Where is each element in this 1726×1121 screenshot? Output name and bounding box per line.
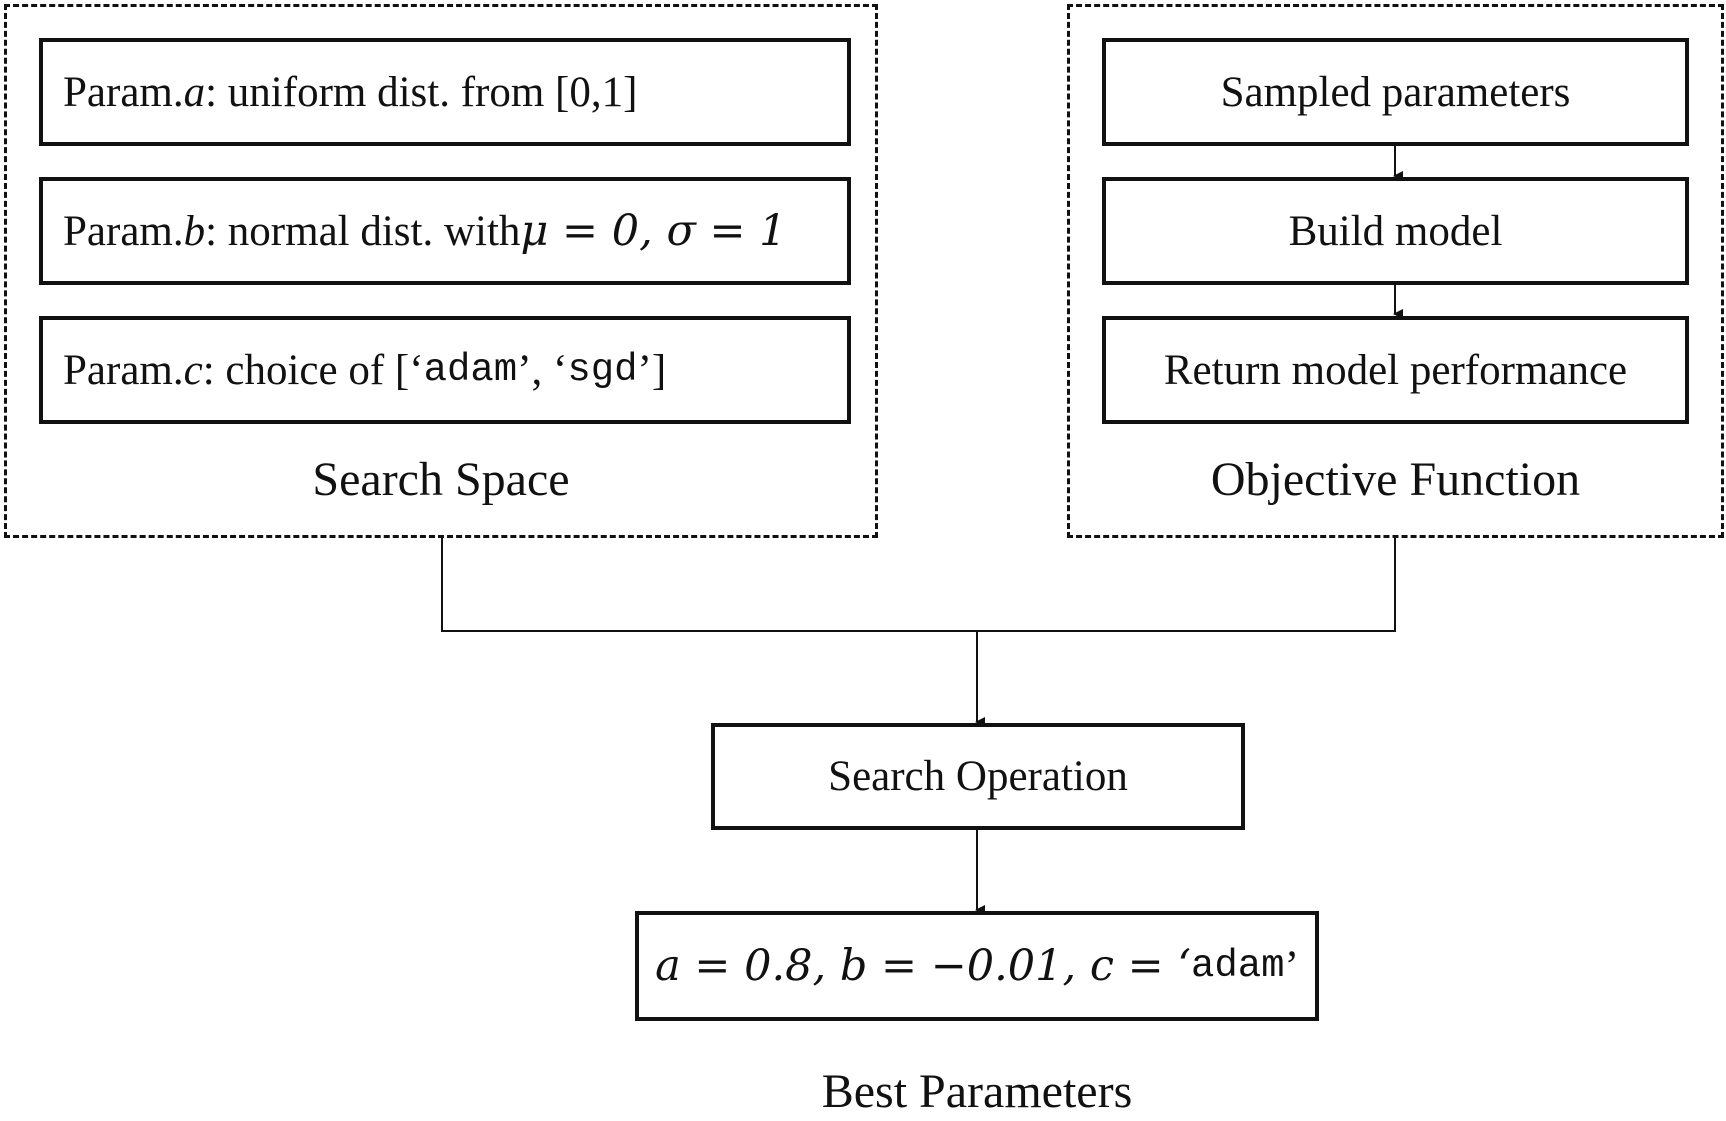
- return-model-performance-box: Return model performance: [1102, 316, 1689, 424]
- param-c-prefix: Param.: [63, 346, 184, 394]
- param-c-option-sgd: sgd: [567, 348, 638, 392]
- search-operation-label: Search Operation: [828, 753, 1128, 800]
- search-space-label: Search Space: [312, 453, 570, 506]
- build-model-label: Build model: [1288, 207, 1503, 255]
- search-operation-box: Search Operation: [711, 723, 1245, 830]
- param-c-option-adam: adam: [423, 348, 518, 392]
- search-space-group: [4, 4, 878, 538]
- param-a-text: : uniform dist. from [0,1]: [205, 68, 638, 116]
- param-b-box: Param. b: normal dist. with μ = 0, σ = 1: [39, 177, 851, 285]
- best-parameters-box: a = 0.8, b = −0.01, c = ‘adam’: [635, 911, 1319, 1021]
- best-parameters-suffix: ’: [1284, 942, 1299, 990]
- param-c-sep: ’, ‘: [517, 346, 568, 394]
- merge-line: [441, 536, 1396, 632]
- best-parameters-label: Best Parameters: [821, 1065, 1133, 1118]
- objective-function-label: Objective Function: [1210, 453, 1581, 506]
- param-c-suffix: ’]: [637, 346, 667, 394]
- objective-function-group: [1067, 4, 1724, 538]
- build-model-box: Build model: [1102, 177, 1689, 285]
- best-parameters-value: adam: [1190, 944, 1285, 988]
- return-model-performance-label: Return model performance: [1163, 346, 1628, 394]
- param-a-var: a: [183, 68, 206, 116]
- sampled-parameters-box: Sampled parameters: [1102, 38, 1689, 146]
- param-b-text: : normal dist. with: [205, 207, 521, 255]
- param-a-box: Param. a: uniform dist. from [0,1]: [39, 38, 851, 146]
- param-c-var: c: [183, 346, 203, 394]
- param-b-math: μ = 0, σ = 1: [520, 206, 787, 256]
- param-c-text: : choice of [‘: [202, 346, 424, 394]
- best-parameters-math: a = 0.8, b = −0.01, c = ‘: [655, 941, 1191, 991]
- param-c-box: Param. c: choice of [‘adam’, ‘sgd’]: [39, 316, 851, 424]
- param-a-prefix: Param.: [63, 68, 184, 116]
- sampled-parameters-label: Sampled parameters: [1220, 68, 1571, 116]
- param-b-prefix: Param.: [63, 207, 184, 255]
- param-b-var: b: [183, 207, 206, 255]
